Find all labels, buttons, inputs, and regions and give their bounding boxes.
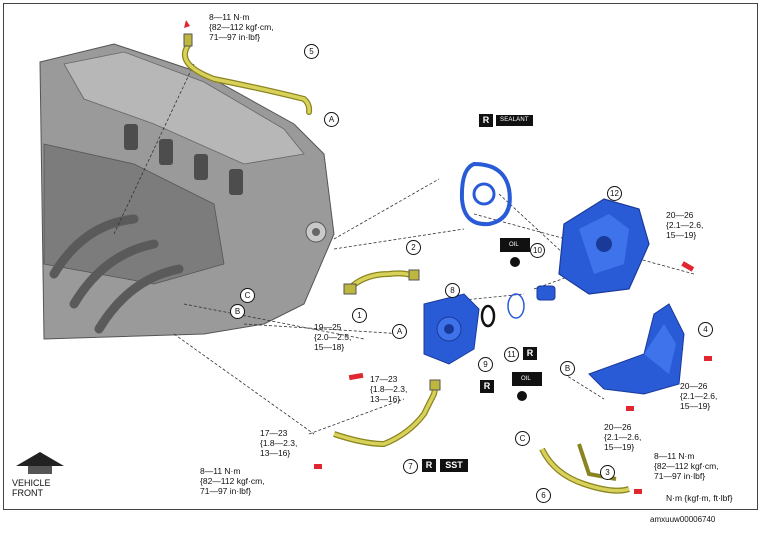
callout-part-6: 6 <box>536 488 551 503</box>
gasket <box>459 161 512 227</box>
o-ring-9 <box>480 304 496 328</box>
vacuum-pump-12 <box>558 198 650 295</box>
tag-r-hose-7: R <box>422 459 436 472</box>
callout-part-3: 3 <box>600 465 615 480</box>
torque-spec-lower-left: 17—23{1.8—2.3,13—16} <box>260 428 298 458</box>
o-ring-11 <box>507 293 525 319</box>
callout-part-4: 4 <box>698 322 713 337</box>
tag-r-gasket: R <box>479 114 493 127</box>
torque-spec-bottom-right: 8—11 N·m{82—112 kgf·cm,71—97 in·lbf} <box>654 451 719 481</box>
oil-label-bottom: OIL <box>521 376 531 382</box>
torque-spec-upper-right: 20—26{2.1—2.6,15—19} <box>666 210 704 240</box>
callout-part-12: 12 <box>607 186 622 201</box>
diagram-frame: 8—11 N·m{82—112 kgf·cm,71—97 in·lbf} 19—… <box>3 3 758 510</box>
torque-spec-top: 8—11 N·m{82—112 kgf·cm,71—97 in·lbf} <box>209 12 274 42</box>
housing-8 <box>423 293 480 365</box>
hose-5 <box>181 33 313 115</box>
bracket-4 <box>588 303 685 395</box>
oil-can-icon <box>500 238 542 401</box>
torque-spec-right-mid: 20—26{2.1—2.6,15—19} <box>680 381 718 411</box>
tag-sealant: SEALANT <box>496 115 533 126</box>
callout-part-2: 2 <box>406 240 421 255</box>
ref-letter-c-engine: C <box>240 288 255 303</box>
tag-r-oring-9: R <box>480 380 494 393</box>
adapter-10 <box>536 285 556 301</box>
oil-label-top: OIL <box>509 242 519 248</box>
engine-block <box>39 43 335 340</box>
ref-letter-a-top: A <box>324 112 339 127</box>
tag-sst: SST <box>440 459 468 472</box>
callout-part-10: 10 <box>530 243 545 258</box>
callout-part-8: 8 <box>445 283 460 298</box>
bolts <box>184 20 712 494</box>
callout-part-9: 9 <box>478 357 493 372</box>
ref-letter-c-hose: C <box>515 431 530 446</box>
callout-part-7: 7 <box>403 459 418 474</box>
exploded-diagram <box>16 20 712 494</box>
callout-part-11: 11 <box>504 347 519 362</box>
torque-spec-lower-mid: 20—26{2.1—2.6,15—19} <box>604 422 642 452</box>
ref-letter-b-bracket: B <box>560 361 575 376</box>
torque-spec-left-mid: 19—25{2.0—2.5,15—18} <box>314 322 352 352</box>
ref-letter-a-mid: A <box>392 324 407 339</box>
callout-part-5: 5 <box>304 44 319 59</box>
hose-7 <box>333 379 441 448</box>
torque-spec-bottom-left: 8—11 N·m{82—112 kgf·cm,71—97 in·lbf} <box>200 466 265 496</box>
vehicle-front-arrow-icon <box>16 452 64 474</box>
units-legend: N·m {kgf·m, ft·lbf} <box>666 493 733 503</box>
tag-r-oring-11: R <box>523 347 537 360</box>
hose-2 <box>343 269 420 295</box>
ref-letter-b-engine: B <box>230 304 245 319</box>
torque-spec-center: 17—23{1.8—2.3,13—16} <box>370 374 408 404</box>
callout-part-1: 1 <box>352 308 367 323</box>
figure-id: amxuuw00006740 <box>650 515 716 524</box>
